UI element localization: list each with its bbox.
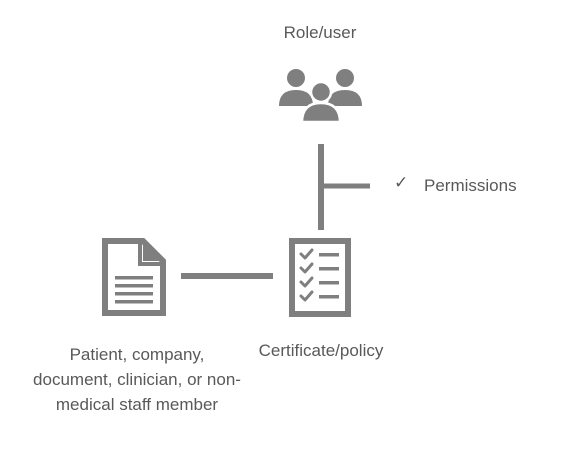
users-group-icon xyxy=(279,69,362,124)
certificate-policy-label: Certificate/policy xyxy=(258,341,384,360)
permissions-label: Permissions xyxy=(424,176,517,195)
checklist-document-icon xyxy=(289,238,351,317)
checkmark-icon: ✓ xyxy=(394,173,409,192)
entity-label: Patient, company, document, clinician, o… xyxy=(33,345,241,414)
document-icon xyxy=(102,238,166,316)
role-user-label: Role/user xyxy=(283,23,357,42)
